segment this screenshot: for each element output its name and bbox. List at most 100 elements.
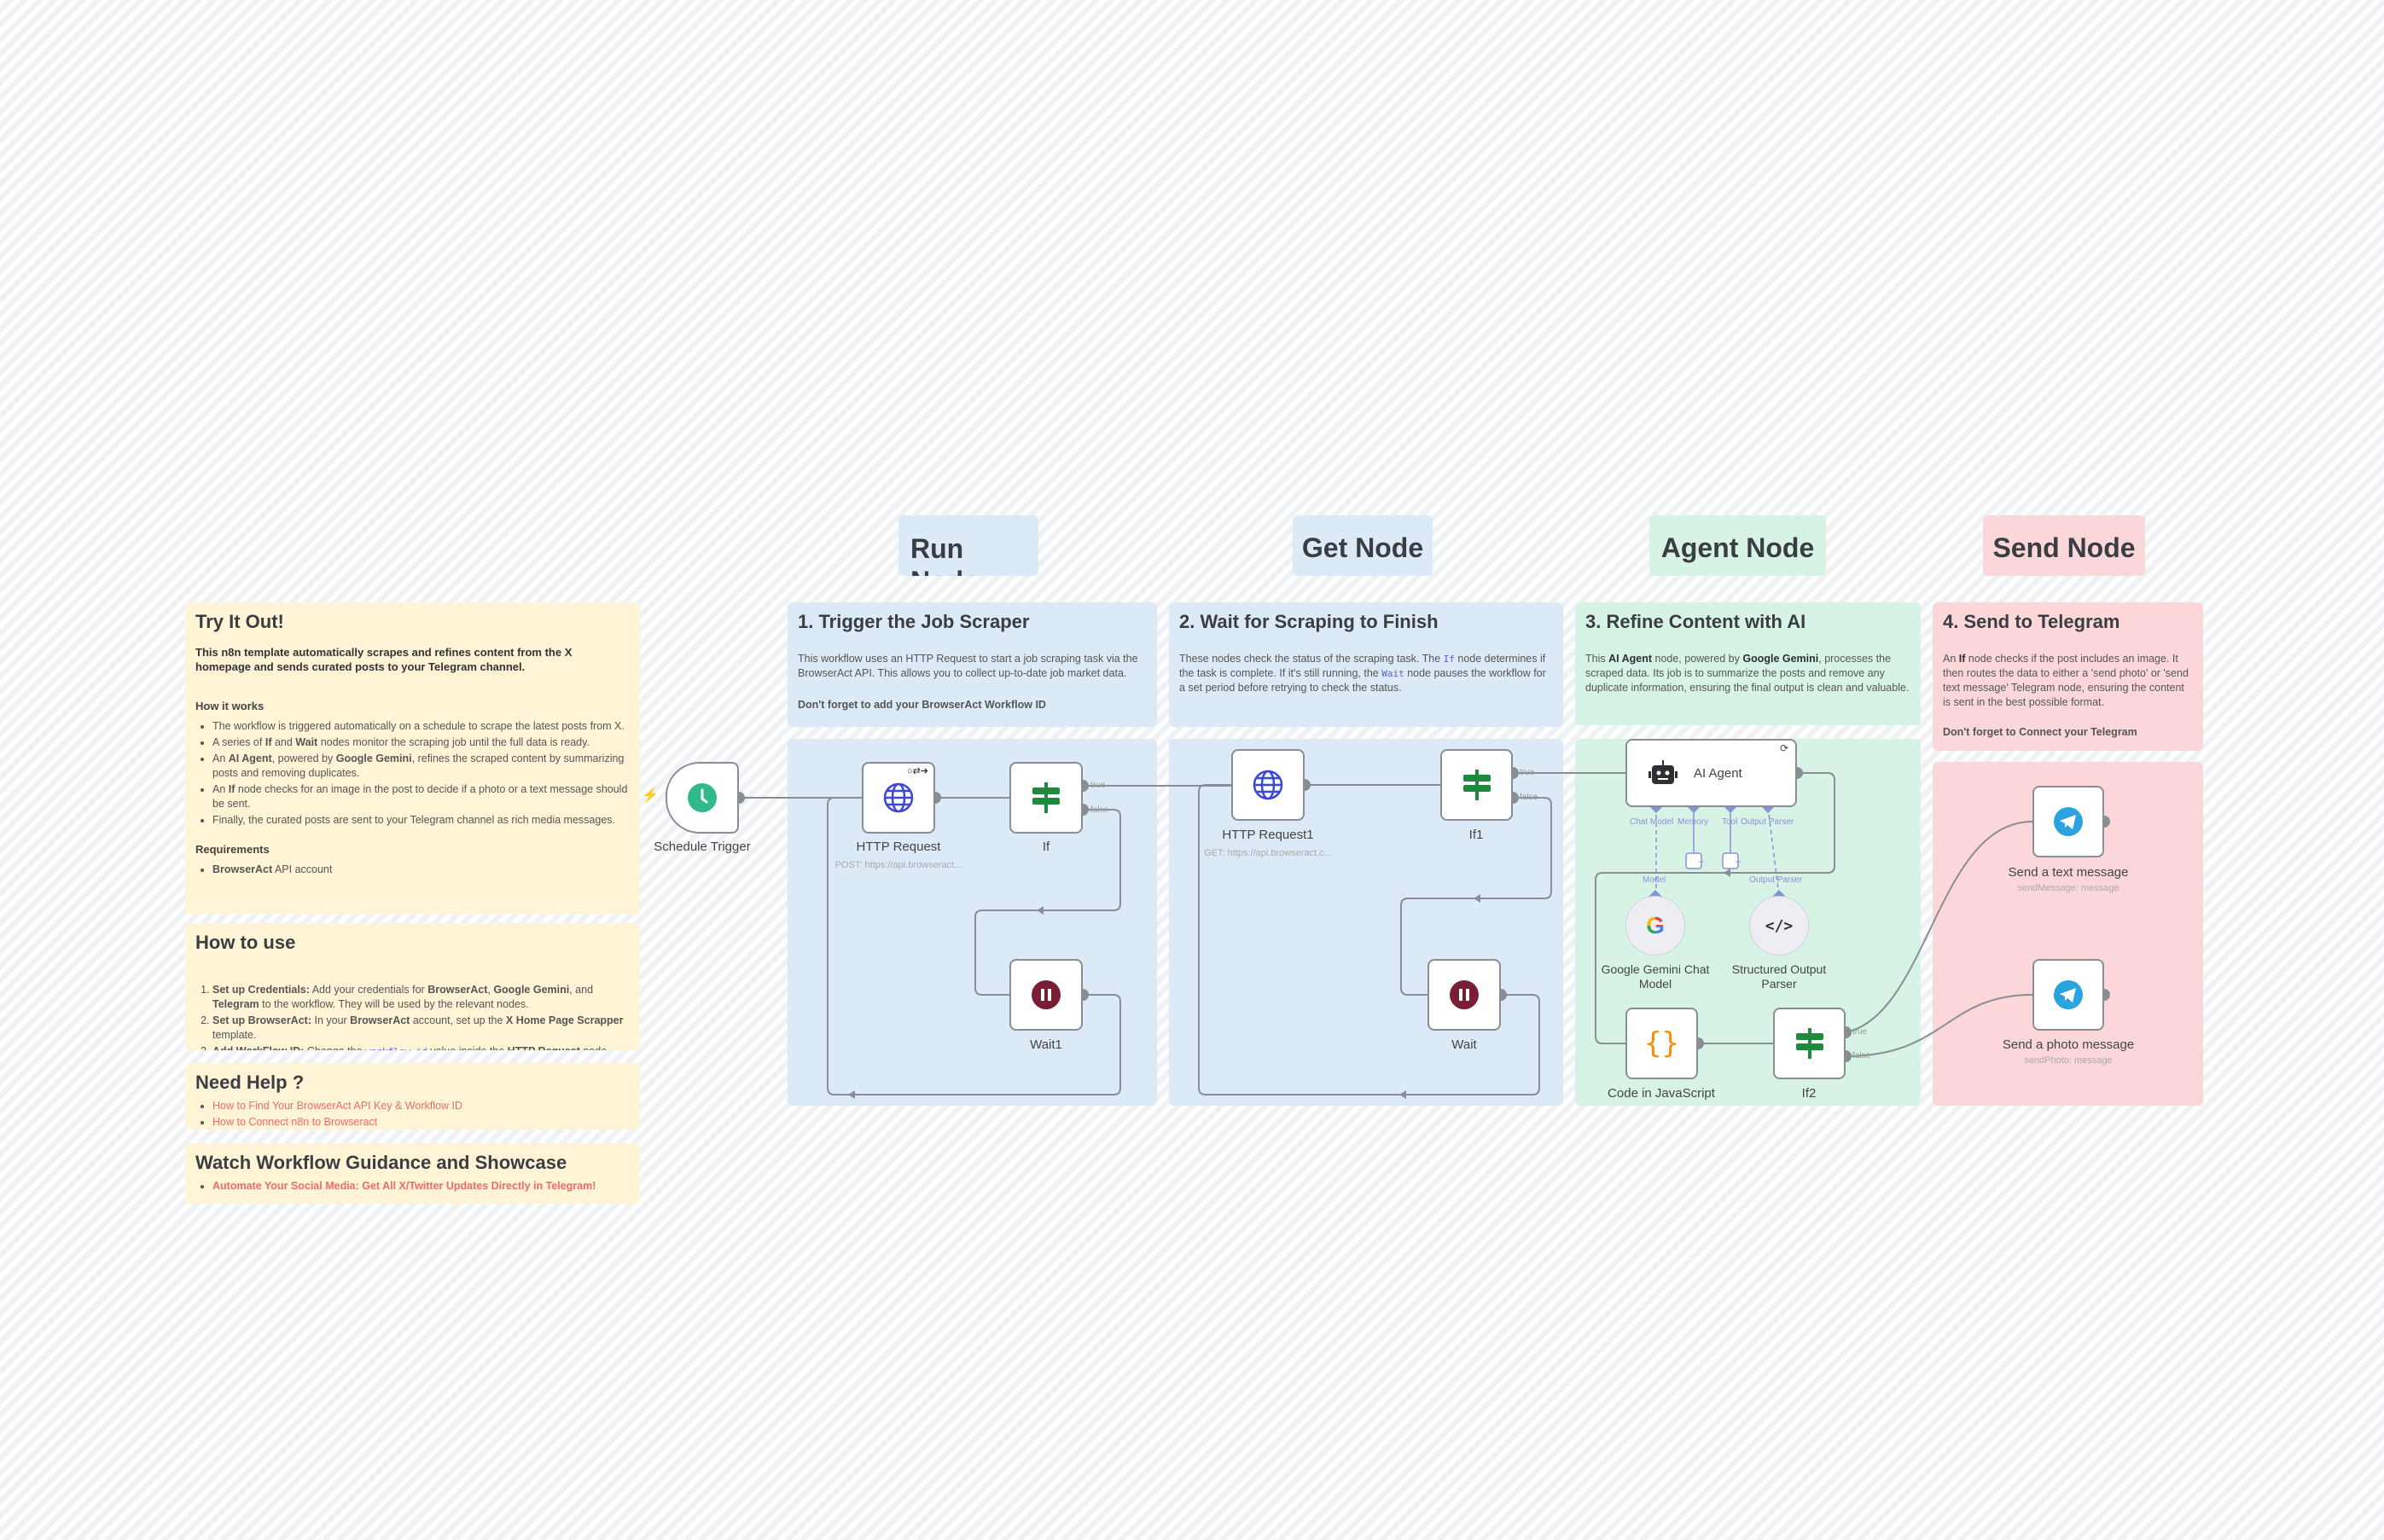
note-watch[interactable]: Watch Workflow Guidance and Showcase Aut… xyxy=(185,1143,640,1204)
edge-if-false-wait1 xyxy=(974,809,1121,996)
signpost-icon xyxy=(1795,1028,1823,1059)
note-section-1[interactable]: 1. Trigger the Job Scraper This workflow… xyxy=(788,602,1157,727)
node-subtitle: sendPhoto: message xyxy=(2024,1055,2113,1066)
list-item: BrowserAct API account xyxy=(212,863,630,877)
node-label: HTTP Request xyxy=(856,840,941,854)
svg-text:+: + xyxy=(1698,856,1704,868)
note-need-help[interactable]: Need Help ? How to Find Your BrowserAct … xyxy=(185,1063,640,1130)
text-segment: AI Agent xyxy=(228,753,272,764)
node-send-photo-message[interactable] xyxy=(2032,959,2104,1031)
header-agent-node[interactable]: Agent Node xyxy=(1649,515,1826,576)
header-send-node[interactable]: Send Node xyxy=(1983,515,2145,576)
text-segment: , powered by xyxy=(271,753,336,764)
port-label-false: false xyxy=(1520,793,1538,802)
clock-icon xyxy=(688,783,717,812)
text-segment: Add your credentials for xyxy=(309,984,428,996)
text-segment: A series of xyxy=(212,736,265,748)
note-title: Try It Out! xyxy=(195,611,284,632)
note-section-4[interactable]: 4. Send to Telegram An If node checks if… xyxy=(1933,602,2203,751)
text-segment: API account xyxy=(272,863,333,875)
text-segment: BrowserAct xyxy=(212,863,273,875)
port-label-memory: Memory xyxy=(1678,817,1709,827)
note-title: 3. Refine Content with AI xyxy=(1585,611,1806,632)
node-label: If xyxy=(1042,840,1050,854)
port-label-true: true xyxy=(1852,1027,1868,1037)
node-schedule-trigger[interactable] xyxy=(666,762,739,834)
node-if2[interactable] xyxy=(1773,1008,1846,1079)
port-label-false: false xyxy=(1852,1051,1871,1061)
watch-video-link[interactable]: Automate Your Social Media: Get All X/Tw… xyxy=(212,1180,596,1192)
node-code-javascript[interactable]: {} xyxy=(1625,1008,1698,1079)
note-how-to-use[interactable]: How to use Set up Credentials: Add your … xyxy=(185,923,640,1050)
port-label-true: true xyxy=(1090,781,1106,790)
text-segment: node checks if the post includes an imag… xyxy=(1943,653,2189,708)
note-body: This AI Agent node, powered by Google Ge… xyxy=(1585,652,1910,695)
node-http-request[interactable]: ○⇄➜ xyxy=(862,762,935,834)
note-try-it-out[interactable]: Try It Out! This n8n template automatica… xyxy=(185,602,640,914)
note-subtitle: How it works xyxy=(195,700,265,712)
node-structured-output-parser[interactable]: </> xyxy=(1749,896,1809,956)
header-get-node[interactable]: Get Node xyxy=(1293,515,1433,576)
how-to-use-list: Set up Credentials: Add your credentials… xyxy=(195,983,630,1050)
node-wait[interactable] xyxy=(1427,959,1501,1031)
node-label: HTTP Request1 xyxy=(1222,828,1314,842)
text-segment: If xyxy=(1443,654,1455,665)
help-link-api-key[interactable]: How to Find Your BrowserAct API Key & Wo… xyxy=(212,1100,462,1112)
list-item: An AI Agent, powered by Google Gemini, r… xyxy=(212,752,630,781)
text-segment: Set up Credentials: xyxy=(212,984,310,996)
how-it-works-list: The workflow is triggered automatically … xyxy=(195,719,630,828)
text-segment: value inside the xyxy=(427,1045,508,1050)
robot-icon xyxy=(1648,760,1678,784)
braces-icon: {} xyxy=(1644,1026,1679,1061)
refresh-icon: ⟳ xyxy=(1779,742,1788,754)
node-label: Wait xyxy=(1451,1037,1477,1052)
edge-wait-http1 xyxy=(1198,784,1540,1095)
note-title: Need Help ? xyxy=(195,1072,305,1093)
pause-icon xyxy=(1450,980,1479,1009)
port-label-true: true xyxy=(1520,768,1535,777)
note-section-3[interactable]: 3. Refine Content with AI This AI Agent … xyxy=(1575,602,1921,725)
list-item: An If node checks for an image in the po… xyxy=(212,782,630,811)
list-item: Set up Credentials: Add your credentials… xyxy=(212,983,630,1012)
node-label: AI Agent xyxy=(1694,765,1742,781)
note-title: 1. Trigger the Job Scraper xyxy=(798,611,1030,632)
text-segment: An xyxy=(1943,653,1959,665)
node-gemini-chat-model[interactable]: G xyxy=(1625,896,1685,956)
node-ai-agent[interactable]: AI Agent ⟳ xyxy=(1625,739,1797,807)
header-label: Send Node xyxy=(1992,532,2136,563)
edge-if2-false-send-photo xyxy=(1845,994,2033,1057)
note-title: Watch Workflow Guidance and Showcase xyxy=(195,1152,567,1173)
text-segment: AI Agent xyxy=(1608,653,1653,665)
http-status-icons: ○⇄➜ xyxy=(906,766,928,776)
header-run-node[interactable]: Run Node xyxy=(898,515,1038,576)
note-section-2[interactable]: 2. Wait for Scraping to Finish These nod… xyxy=(1169,602,1563,727)
text-segment: In your xyxy=(311,1014,351,1026)
text-segment: account, set up the xyxy=(410,1014,506,1026)
text-segment: , xyxy=(487,984,494,996)
text-segment: If xyxy=(1958,653,1966,665)
text-segment: , refines the scraped content by summari… xyxy=(212,753,625,779)
node-if1[interactable] xyxy=(1440,749,1513,821)
text-segment: node checks for an image in the post to … xyxy=(212,783,628,810)
text-segment: If xyxy=(265,736,272,748)
note-title: 4. Send to Telegram xyxy=(1943,611,2120,632)
node-if[interactable] xyxy=(1009,762,1083,834)
note-footer: Don't forget to Connect your Telegram xyxy=(1943,726,2137,738)
text-segment: workflow_id xyxy=(365,1046,427,1050)
text-segment: This workflow uses an HTTP Request to st… xyxy=(798,653,1138,679)
text-segment: If xyxy=(228,783,235,795)
help-link-connect[interactable]: How to Connect n8n to Browseract xyxy=(212,1116,378,1128)
globe-icon xyxy=(883,782,914,813)
node-label: Structured Output Parser xyxy=(1731,962,1827,991)
text-segment: Wait xyxy=(1381,668,1404,679)
text-segment: Set up BrowserAct: xyxy=(212,1014,311,1026)
node-http-request1[interactable] xyxy=(1231,749,1305,821)
node-subtitle: sendMessage: message xyxy=(2017,883,2119,893)
list-item: A series of If and Wait nodes monitor th… xyxy=(212,735,630,750)
node-wait1[interactable] xyxy=(1009,959,1083,1031)
add-memory-button xyxy=(1685,852,1702,869)
node-send-text-message[interactable] xyxy=(2032,786,2104,857)
port-label-output-parser: Output Parser xyxy=(1741,817,1794,827)
port-label-false: false xyxy=(1090,805,1109,815)
